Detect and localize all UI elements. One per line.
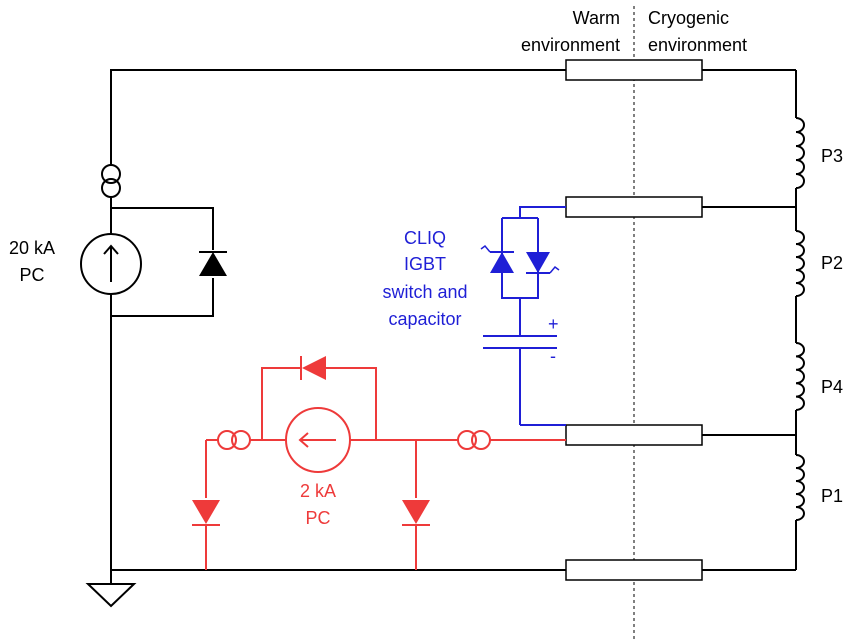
aux-circuit xyxy=(205,367,566,570)
magnet-label-p2: P2 xyxy=(821,253,843,273)
main-power-converter-icon xyxy=(80,233,142,295)
main-pc-label-line2: PC xyxy=(19,265,44,285)
magnet-label-p3: P3 xyxy=(821,146,843,166)
warm-label-line2: environment xyxy=(521,35,620,55)
cliq-label-line4: capacitor xyxy=(388,309,461,329)
coil-p2-icon xyxy=(795,230,805,297)
main-pc-label-line1: 20 kA xyxy=(9,238,55,258)
aux-pc-label-line2: PC xyxy=(305,508,330,528)
current-lead-p4-p1 xyxy=(565,424,703,446)
aux-power-converter-icon xyxy=(285,407,351,473)
aux-current-sensor-left-icon xyxy=(217,430,251,450)
aux-pc-label-line1: 2 kA xyxy=(300,481,336,501)
coil-p4-icon xyxy=(795,342,805,411)
aux-right-diode-icon xyxy=(402,500,430,526)
current-lead-p3-p2 xyxy=(565,196,703,218)
freewheel-diode-icon xyxy=(199,251,227,276)
cliq-label-line2: IGBT xyxy=(404,254,446,274)
magnet-label-p1: P1 xyxy=(821,486,843,506)
coil-p1-icon xyxy=(795,454,805,521)
current-lead-top xyxy=(565,59,703,81)
cliq-plus-sign: + xyxy=(548,314,559,334)
main-current-sensor-icon xyxy=(101,164,121,198)
cliq-minus-sign: - xyxy=(550,346,556,366)
aux-current-sensor-right-icon xyxy=(457,430,491,450)
aux-loop-diode-icon xyxy=(300,356,326,380)
cryogenic-label-line2: environment xyxy=(648,35,747,55)
cliq-igbt-switch-icon xyxy=(480,244,560,274)
magnet-label-p4: P4 xyxy=(821,377,843,397)
coil-p3-icon xyxy=(795,117,805,189)
main-circuit xyxy=(110,69,797,571)
cliq-label-line1: CLIQ xyxy=(404,228,446,248)
cryogenic-label-line1: Cryogenic xyxy=(648,8,729,28)
aux-left-diode-icon xyxy=(192,500,220,526)
warm-label-line1: Warm xyxy=(573,8,620,28)
current-lead-bottom xyxy=(565,559,703,581)
cliq-label-line3: switch and xyxy=(382,282,467,302)
ground-icon xyxy=(85,570,137,608)
